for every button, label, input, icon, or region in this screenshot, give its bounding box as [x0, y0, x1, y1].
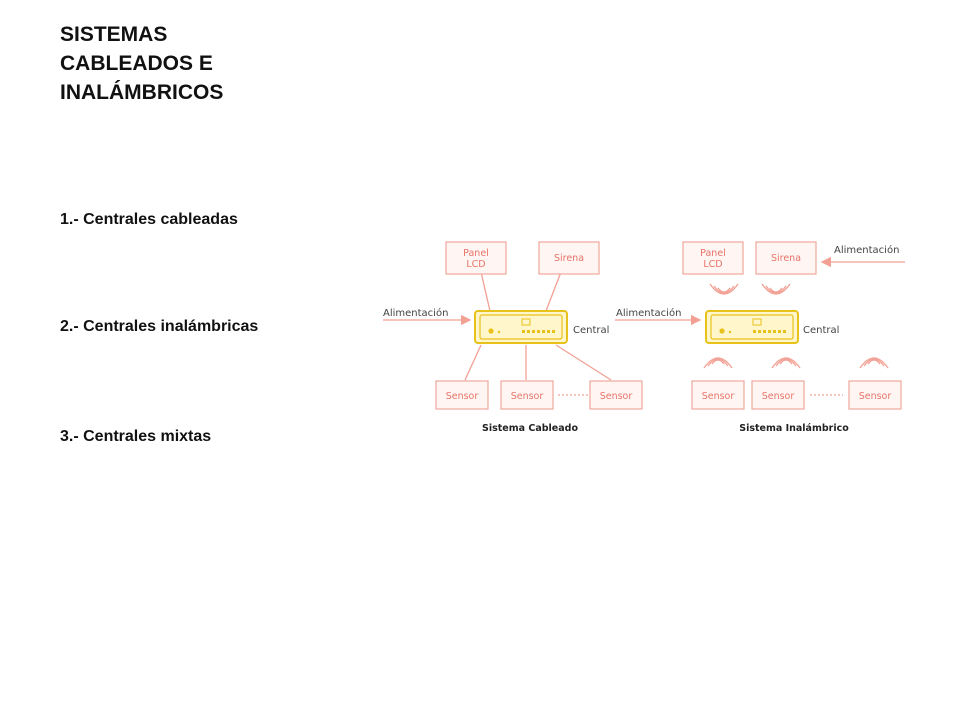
- wired-sensor-3-label: Sensor: [600, 391, 633, 402]
- wireless-signal-sensor-3-icon: [859, 357, 889, 369]
- wired-sensor-3-box: [589, 380, 643, 410]
- wired-link-sensor-3: [555, 344, 612, 381]
- title-line-3: INALÁMBRICOS: [60, 81, 224, 104]
- wireless-central-unit: [705, 310, 799, 344]
- wireless-signal-siren-icon: [761, 283, 791, 295]
- wireless-sensor-2-label: Sensor: [762, 391, 795, 402]
- wired-central-label: Central: [573, 325, 609, 336]
- wireless-central-label: Central: [803, 325, 839, 336]
- wireless-power-label: Alimentación: [616, 307, 681, 319]
- title-line-1: SISTEMAS: [60, 23, 168, 46]
- wired-siren-label: Sirena: [554, 253, 584, 264]
- wireless-panel-box: [682, 241, 744, 275]
- wired-link-panel: [480, 271, 491, 312]
- wired-link-siren: [545, 271, 562, 312]
- wired-sensor-1-box: [435, 380, 489, 410]
- list-item-wireless: 2.- Centrales inalámbricas: [60, 318, 259, 335]
- wireless-siren-box: [755, 241, 817, 275]
- wired-siren-box: [538, 241, 600, 275]
- wireless-caption: Sistema Inalámbrico: [739, 423, 849, 434]
- wired-sensor-1-label: Sensor: [446, 391, 479, 402]
- wired-sensor-2-box: [500, 380, 554, 410]
- wired-link-sensor-1: [464, 344, 482, 381]
- list-item-mixed: 3.- Centrales mixtas: [60, 428, 212, 445]
- wired-panel-label-2: LCD: [466, 259, 485, 270]
- wireless-sensor-3-label: Sensor: [859, 391, 892, 402]
- wireless-signal-panel-icon: [709, 283, 739, 295]
- wired-caption: Sistema Cableado: [482, 423, 578, 434]
- wireless-sensor-2-box: [751, 380, 805, 410]
- title-line-2: CABLEADOS E: [60, 52, 213, 75]
- wireless-sensor-1-label: Sensor: [702, 391, 735, 402]
- wired-sensor-2-label: Sensor: [511, 391, 544, 402]
- wireless-system: Panel LCD Sirena Alimentación Alimentaci…: [615, 241, 905, 434]
- wireless-panel-label-1: Panel: [700, 248, 726, 259]
- wired-panel-label-1: Panel: [463, 248, 489, 259]
- wireless-panel-label-2: LCD: [703, 259, 722, 270]
- wired-central-unit: [474, 310, 568, 344]
- wired-system: Panel LCD Sirena Alimentación Central Se…: [383, 241, 643, 434]
- wireless-siren-label: Sirena: [771, 253, 801, 264]
- wireless-sensor-1-box: [691, 380, 745, 410]
- wireless-siren-power-label: Alimentación: [834, 244, 899, 256]
- slide-title: SISTEMAS CABLEADOS E INALÁMBRICOS: [60, 20, 223, 107]
- list-item-wired: 1.- Centrales cableadas: [60, 211, 238, 228]
- wireless-sensor-3-box: [848, 380, 902, 410]
- wireless-signal-sensor-2-icon: [771, 357, 801, 369]
- wired-panel-box: [445, 241, 507, 275]
- wireless-signal-sensor-1-icon: [703, 357, 733, 369]
- wired-power-label: Alimentación: [383, 307, 448, 319]
